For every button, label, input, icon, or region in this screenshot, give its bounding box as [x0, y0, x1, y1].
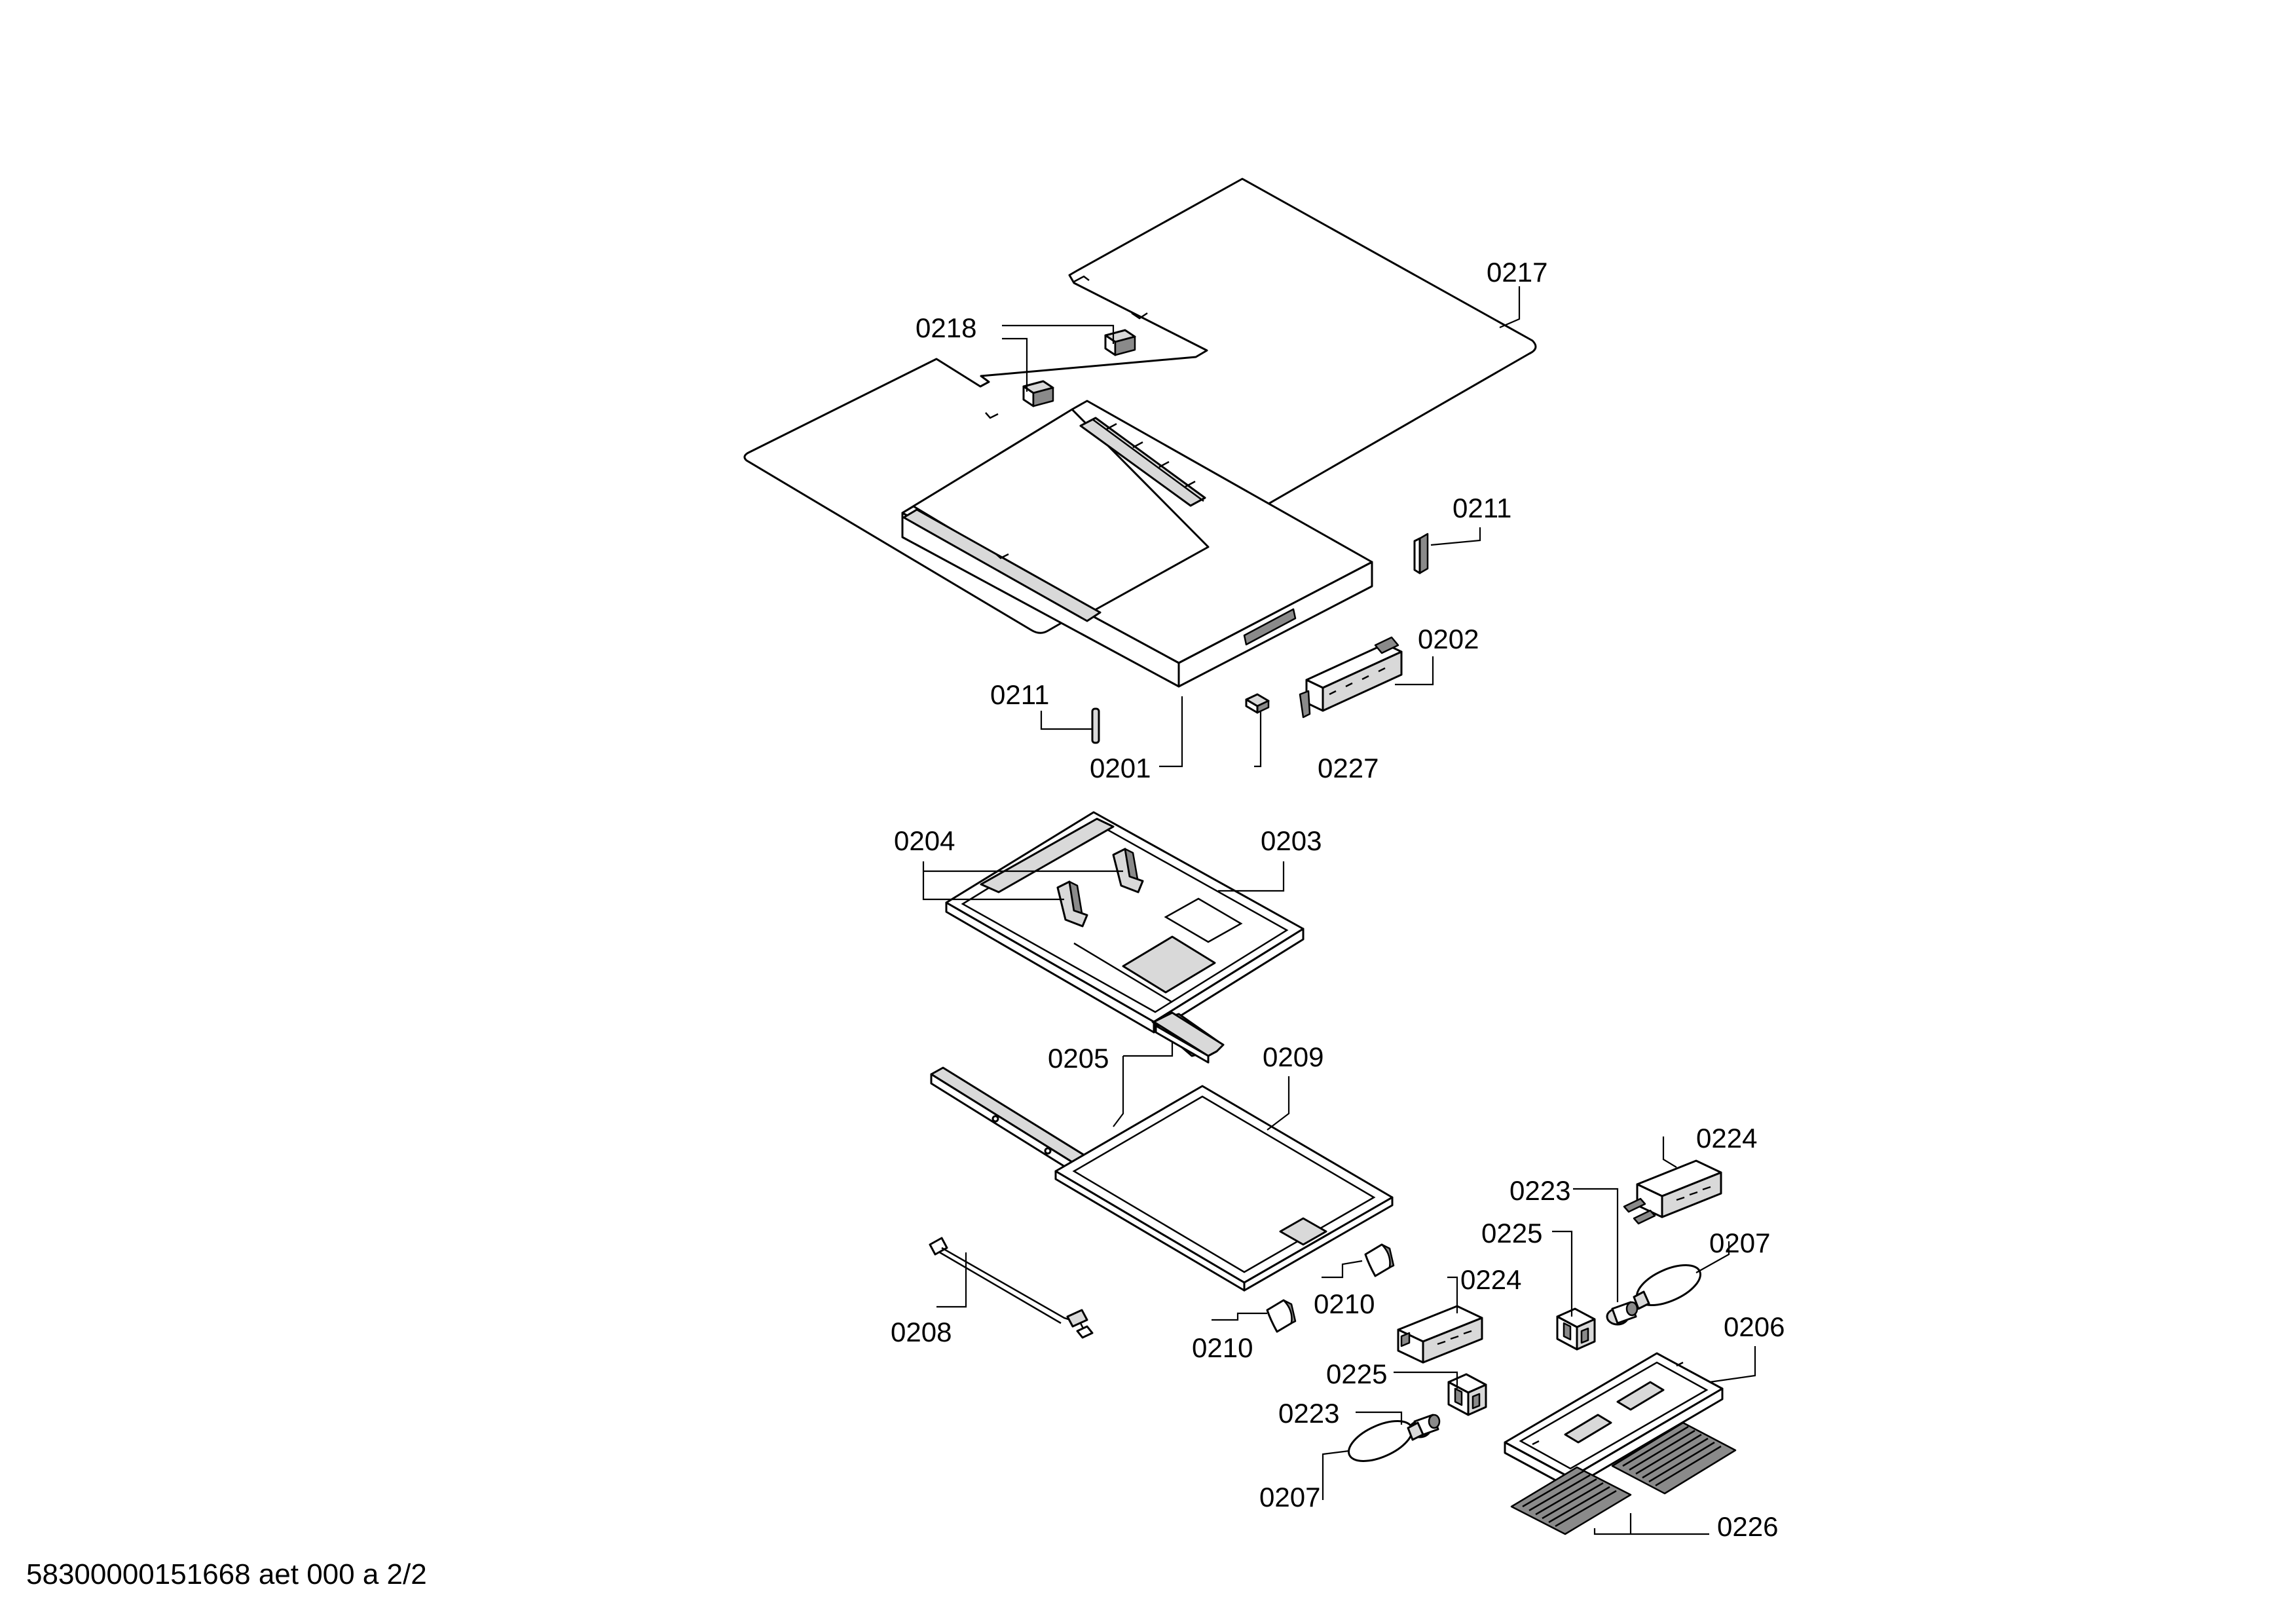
part-0218-clips: [1022, 329, 1136, 407]
part-0227-small-clip: [1245, 693, 1270, 714]
label-0226: 0226: [1717, 1511, 1778, 1542]
label-0203: 0203: [1261, 825, 1322, 856]
label-0206: 0206: [1724, 1311, 1785, 1342]
part-0201-hood-body: [901, 400, 1373, 688]
part-0207-bulb-left: [1348, 1420, 1424, 1462]
part-0210-clip-lower: [1266, 1299, 1297, 1333]
label-0225-left: 0225: [1326, 1359, 1387, 1389]
part-0224-transformer-middle: [1397, 1305, 1483, 1364]
label-0225-right: 0225: [1481, 1218, 1542, 1248]
part-labels: 0217 0218 0211 0202 0211 0201 0227 0204 …: [891, 257, 1785, 1542]
label-0224-middle: 0224: [1460, 1264, 1521, 1295]
part-0223-socket-right: [1606, 1301, 1639, 1326]
part-0207-bulb-right: [1633, 1264, 1701, 1310]
part-0206-lamp-cover: [1504, 1352, 1724, 1490]
part-0208-cable: [929, 1237, 1094, 1339]
drawing-reference-footer: 58300000151668 aet 000 a 2/2: [26, 1558, 427, 1590]
label-0201: 0201: [1090, 753, 1151, 783]
label-0217: 0217: [1487, 257, 1547, 288]
part-0204-clips: [1056, 848, 1144, 928]
part-0202-switch-module: [1299, 636, 1403, 719]
part-0211-screw-right: [1413, 533, 1429, 574]
part-0226-filter-grids: [1510, 1421, 1737, 1535]
label-0210-upper: 0210: [1314, 1288, 1375, 1319]
label-0211-right: 0211: [1453, 493, 1511, 523]
label-0227: 0227: [1318, 753, 1379, 783]
label-0202: 0202: [1418, 624, 1479, 654]
label-0224-right: 0224: [1696, 1123, 1757, 1154]
label-0207-left: 0207: [1259, 1482, 1320, 1512]
leader-lines: [922, 286, 1756, 1535]
part-0209-grease-filter: [1054, 1085, 1394, 1292]
part-0211-screw-left: [1091, 707, 1100, 744]
label-0205: 0205: [1048, 1043, 1109, 1074]
part-0224-transformer-right: [1623, 1159, 1722, 1225]
label-0223-right: 0223: [1509, 1175, 1570, 1206]
label-0218: 0218: [916, 312, 976, 343]
label-0209: 0209: [1263, 1042, 1324, 1072]
part-0225-lamp-holder-left: [1447, 1373, 1487, 1416]
label-0211-left: 0211: [990, 679, 1049, 710]
part-0225-lamp-holder-right: [1556, 1307, 1596, 1351]
label-0204: 0204: [894, 825, 955, 856]
part-0210-clip-upper: [1364, 1243, 1395, 1277]
label-0208: 0208: [891, 1317, 952, 1347]
label-0223-left: 0223: [1278, 1398, 1339, 1429]
label-0210-lower: 0210: [1192, 1332, 1253, 1363]
label-0207-right: 0207: [1709, 1228, 1770, 1258]
part-0203-inner-chassis: [945, 811, 1305, 1057]
